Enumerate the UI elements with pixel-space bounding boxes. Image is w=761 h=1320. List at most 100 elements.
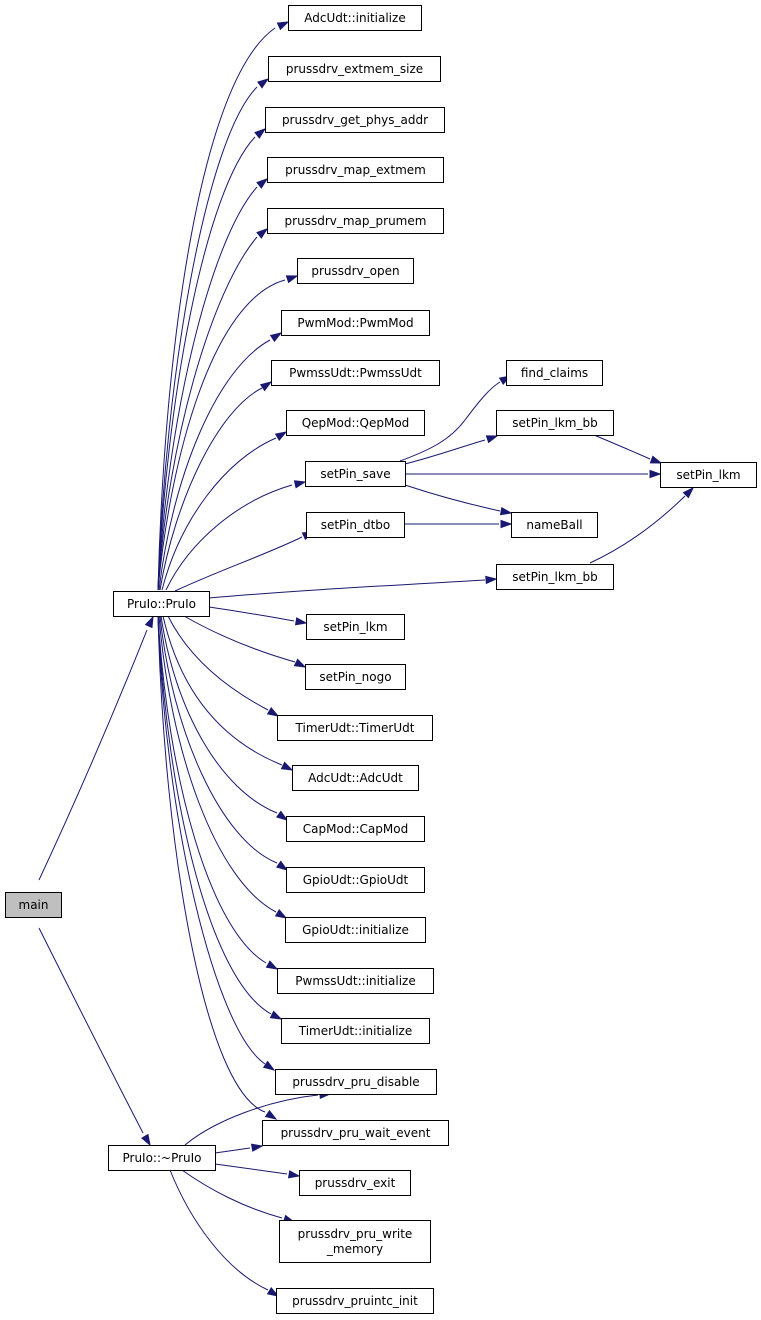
arrowhead-icon (294, 617, 308, 626)
edge-pruio_ctor-to-setpin_dtbo (174, 531, 315, 592)
node-qepmod-ctor[interactable]: QepMod::QepMod (286, 410, 425, 436)
node-prussdrv-map-extmem[interactable]: prussdrv_map_extmem (267, 157, 444, 183)
edge-line (158, 615, 277, 913)
node-label: prussdrv_pru_write_memory (298, 1227, 413, 1256)
node-prussdrv-map-prumem[interactable]: prussdrv_map_prumem (267, 208, 444, 234)
node-box (271, 360, 440, 386)
node-box (297, 258, 414, 284)
node-prussdrv-exit[interactable]: prussdrv_exit (299, 1170, 411, 1196)
node-label: PruIo::PruIo (127, 597, 196, 611)
node-box (305, 461, 406, 487)
arrowhead-icon (293, 658, 307, 668)
edge-pruio_ctor-to-prussdrv_get_phys_addr (157, 128, 267, 591)
node-setpin-lkm-bb-a[interactable]: setPin_lkm_bb (496, 410, 614, 436)
edge-setpin_dtbo-to-nameball (404, 519, 513, 529)
node-label: prussdrv_open (311, 264, 399, 278)
node-adcudt-initialize[interactable]: AdcUdt::initialize (288, 5, 422, 31)
arrowhead-icon (265, 960, 279, 970)
node-label: PwmMod::PwmMod (297, 316, 413, 330)
node-box (267, 208, 444, 234)
edge-line (208, 606, 295, 622)
node-prussdrv-extmem-size[interactable]: prussdrv_extmem_size (268, 56, 441, 82)
node-box (286, 410, 425, 436)
node-gpioudt-ctor[interactable]: GpioUdt::GpioUdt (286, 867, 425, 893)
node-setpin-nogo[interactable]: setPin_nogo (305, 664, 406, 690)
edge-main-to-pruio_dtor (38, 927, 151, 1147)
node-setpin-lkm-bb-b[interactable]: setPin_lkm_bb (496, 564, 614, 590)
node-prussdrv-open[interactable]: prussdrv_open (297, 258, 414, 284)
edge-line (589, 495, 686, 564)
edge-line (158, 339, 271, 591)
edge-pruio_ctor-to-prussdrv_map_extmem (157, 178, 269, 591)
node-pwmssudt-ctor[interactable]: PwmssUdt::PwmssUdt (271, 360, 440, 386)
node-prussdrv-pruintc-init[interactable]: prussdrv_pruintc_init (276, 1288, 434, 1314)
edge-pruio_ctor-to-prussdrv_pru_wait_event (157, 615, 278, 1120)
node-timerudt-initialize[interactable]: TimerUdt::initialize (281, 1018, 430, 1044)
node-pwmmod-ctor[interactable]: PwmMod::PwmMod (281, 310, 430, 336)
edge-line (174, 536, 303, 592)
node-label: prussdrv_pru_wait_event (281, 1126, 431, 1140)
node-label: setPin_nogo (319, 670, 391, 684)
node-nameball[interactable]: nameBall (511, 512, 598, 538)
node-prussdrv-pru-disable[interactable]: prussdrv_pru_disable (275, 1069, 437, 1095)
node-prussdrv-pru-wait-event[interactable]: prussdrv_pru_wait_event (262, 1120, 449, 1146)
node-setpin-lkm-a[interactable]: setPin_lkm (660, 462, 757, 488)
node-prussdrv-get-phys-addr[interactable]: prussdrv_get_phys_addr (265, 107, 445, 133)
node-main[interactable]: main (5, 892, 62, 918)
node-pwmssudt-initialize[interactable]: PwmssUdt::initialize (277, 968, 434, 994)
node-setpin-lkm-b[interactable]: setPin_lkm (306, 614, 405, 640)
edge-line (184, 1094, 319, 1146)
arrowhead-icon (274, 431, 288, 442)
node-label: QepMod::QepMod (302, 416, 410, 430)
arrowhead-icon (275, 860, 289, 871)
edge-pruio_dtor-to-prussdrv_exit (214, 1163, 301, 1179)
node-label: prussdrv_pru_disable (292, 1075, 419, 1089)
node-find-claims[interactable]: find_claims (506, 360, 603, 386)
node-label: PruIo::~PruIo (122, 1151, 201, 1165)
edge-pruio_ctor-to-setpin_save (165, 480, 307, 591)
node-label: CapMod::CapMod (303, 822, 408, 836)
arrowhead-icon (499, 506, 513, 516)
node-box (281, 1018, 430, 1044)
node-label: setPin_save (320, 467, 390, 481)
node-prussdrv-pru-write-memory[interactable]: prussdrv_pru_write_memory (279, 1220, 431, 1263)
node-label: prussdrv_extmem_size (286, 62, 423, 76)
node-box (496, 410, 614, 436)
node-box (277, 715, 433, 741)
arrowhead-icon (682, 486, 695, 499)
node-box (511, 512, 598, 538)
edge-line (157, 615, 266, 1065)
node-setpin-dtbo[interactable]: setPin_dtbo (306, 512, 405, 538)
node-label: setPin_lkm_bb (512, 416, 597, 430)
node-adcudt-ctor[interactable]: AdcUdt::AdcUdt (292, 765, 419, 791)
node-timerudt-ctor[interactable]: TimerUdt::TimerUdt (277, 715, 433, 741)
node-box (113, 591, 210, 617)
node-label: prussdrv_map_prumem (285, 214, 427, 228)
edge-pruio_ctor-to-qepmod_ctor (161, 431, 288, 591)
node-label: find_claims (521, 366, 588, 380)
edge-line (208, 579, 486, 599)
edge-line (157, 615, 267, 964)
edge-line (167, 615, 269, 711)
node-box (276, 1288, 434, 1314)
node-capmod-ctor[interactable]: CapMod::CapMod (286, 816, 425, 842)
edges (38, 21, 695, 1297)
edge-pruio_ctor-to-prussdrv_open (157, 275, 299, 591)
node-label: TimerUdt::TimerUdt (295, 721, 415, 735)
edge-pruio_ctor-to-setpin_lkm_b (208, 606, 308, 626)
node-label: TimerUdt::initialize (298, 1024, 413, 1038)
edge-line (160, 615, 278, 814)
node-pruio-dtor[interactable]: PruIo::~PruIo (108, 1145, 216, 1171)
edge-line (183, 615, 296, 663)
edge-setpin_lkm_bb_a-to-setpin_lkm_a (593, 434, 663, 464)
edge-pruio_ctor-to-capmod_ctor (160, 615, 289, 821)
node-setpin-save[interactable]: setPin_save (305, 461, 406, 487)
node-gpioudt-initialize[interactable]: GpioUdt::initialize (285, 917, 426, 943)
node-pruio-ctor[interactable]: PruIo::PruIo (113, 591, 210, 617)
edge-line (157, 279, 286, 591)
edge-pruio_ctor-to-adcudt_ctor (162, 615, 294, 771)
node-box (496, 564, 614, 590)
arrowhead-icon (293, 480, 307, 489)
edge-line (165, 484, 293, 591)
